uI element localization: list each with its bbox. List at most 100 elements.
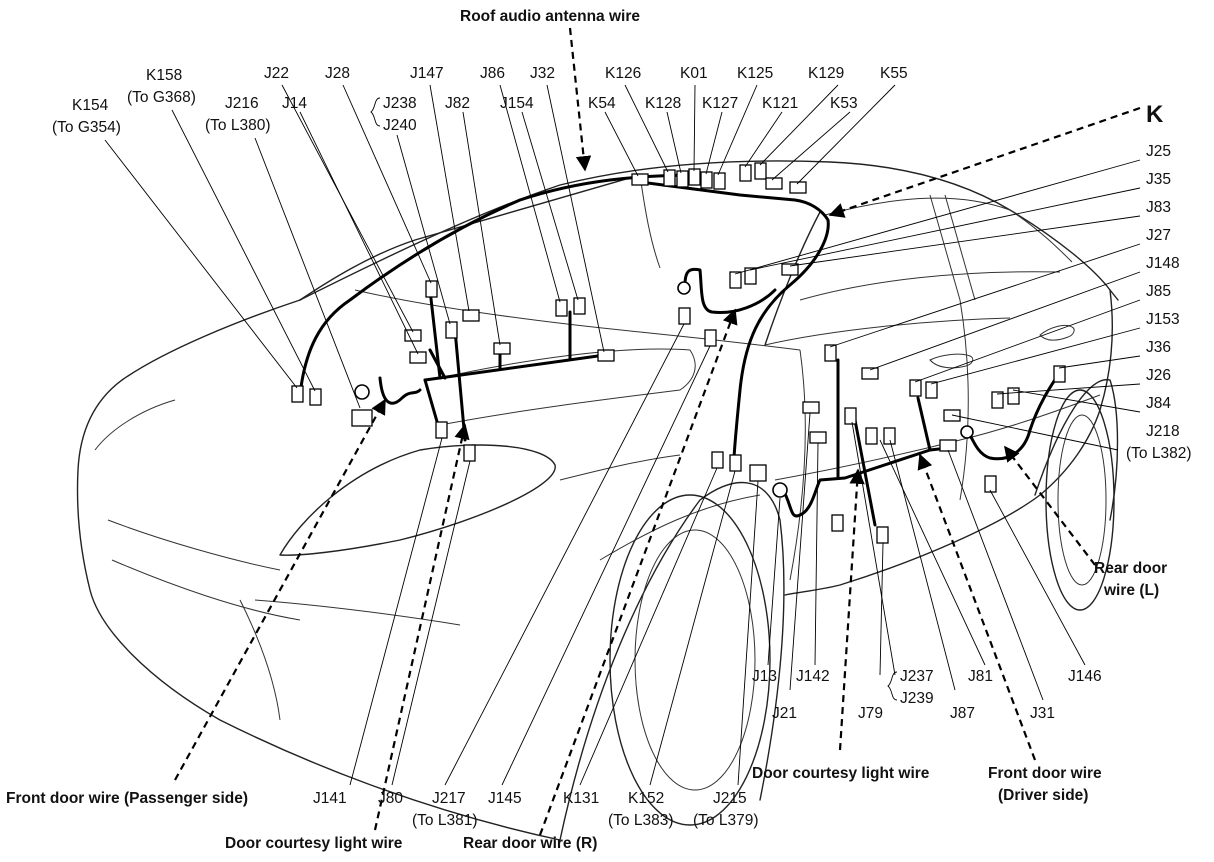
- label-K53: K53: [830, 95, 858, 112]
- wire-label-door-courtesy-left: Door courtesy light wire: [225, 835, 403, 852]
- label-J35: J35: [1146, 171, 1171, 188]
- label-J36: J36: [1146, 339, 1171, 356]
- label-J142: J142: [796, 668, 830, 685]
- callout-letter: K: [1146, 101, 1164, 128]
- wire-label-rear-door-l-2: wire (L): [1103, 582, 1159, 599]
- connector-K158: [309, 388, 322, 406]
- connector-J81: [876, 526, 889, 544]
- label-J239: J239: [900, 690, 934, 707]
- connector-J84: [1007, 387, 1020, 405]
- connector-J237: [844, 407, 857, 425]
- wire-label-front-door-driver-2: (Driver side): [998, 787, 1088, 804]
- wire-label-front-door-driver-1: Front door wire: [988, 765, 1102, 782]
- wire-arrows: [174, 27, 1141, 836]
- label-K154: K154: [72, 97, 109, 114]
- connector-J36: [1053, 365, 1066, 383]
- connector-J13: [831, 514, 844, 532]
- connector-K01: [688, 168, 701, 186]
- label-J21: J21: [772, 705, 797, 722]
- label-J146: J146: [1068, 668, 1102, 685]
- connector-J215: [749, 464, 767, 482]
- connector-K125: [713, 172, 726, 190]
- connector-J141: [435, 421, 448, 439]
- connector-J32: [597, 349, 615, 362]
- connector-J146: [984, 475, 997, 493]
- leader-lines: [104, 84, 1141, 786]
- label-K01: K01: [680, 65, 708, 82]
- connector-J154: [573, 297, 586, 315]
- label-J237: J237: [900, 668, 934, 685]
- label-J154: J154: [500, 95, 534, 112]
- label-J82: J82: [445, 95, 470, 112]
- connector-K126: [663, 169, 676, 187]
- label-J147: J147: [410, 65, 444, 82]
- connector-J87: [883, 427, 896, 445]
- label-J86: J86: [480, 65, 505, 82]
- label-J31: J31: [1030, 705, 1055, 722]
- connector-J14: [409, 351, 427, 364]
- connector-J25: [729, 271, 742, 289]
- label-J153: J153: [1146, 311, 1180, 328]
- connector-K131: [711, 451, 724, 469]
- car-outline: [76, 160, 1119, 841]
- label-K154-sub: (To G354): [52, 119, 121, 136]
- connector-J86: [555, 299, 568, 317]
- connector-J83: [781, 263, 799, 276]
- label-K152: K152: [628, 790, 664, 807]
- connectors: [291, 162, 1066, 544]
- label-J216-sub: (To L380): [205, 117, 270, 134]
- connector-J148: [861, 367, 879, 380]
- wire-label-roof: Roof audio antenna wire: [460, 8, 640, 25]
- wire-label-rear-door-l-1: Rear door: [1094, 560, 1167, 577]
- label-K158-sub: (To G368): [127, 89, 196, 106]
- label-K121: K121: [762, 95, 798, 112]
- label-J28: J28: [325, 65, 350, 82]
- connector-J21: [802, 401, 820, 414]
- label-J145: J145: [488, 790, 522, 807]
- connector-J142: [809, 431, 827, 444]
- label-J26: J26: [1146, 367, 1171, 384]
- label-K128: K128: [645, 95, 681, 112]
- label-J216: J216: [225, 95, 259, 112]
- label-J238: J238: [383, 95, 417, 112]
- label-K152-sub: (To L383): [608, 812, 673, 829]
- grommet-J13: [772, 482, 788, 498]
- label-J32: J32: [530, 65, 555, 82]
- connector-K128: [676, 170, 689, 188]
- label-J148: J148: [1146, 255, 1180, 272]
- label-J217: J217: [432, 790, 466, 807]
- grommet-J216: [354, 384, 370, 400]
- connector-K53: [765, 177, 783, 190]
- connector-J22: [404, 329, 422, 342]
- connector-K55: [789, 181, 807, 194]
- connector-J27: [824, 344, 837, 362]
- label-J79: J79: [858, 705, 883, 722]
- wire-label-front-door-passenger: Front door wire (Passenger side): [6, 790, 248, 807]
- connector-J218: [943, 409, 961, 422]
- wire-label-rear-door-r: Rear door wire (R): [463, 835, 597, 852]
- connector-J82: [493, 342, 511, 355]
- label-K131: K131: [563, 790, 599, 807]
- label-J84: J84: [1146, 395, 1171, 412]
- label-J217-sub: (To L381): [412, 812, 477, 829]
- connector-K154: [291, 385, 304, 403]
- grommet-J218: [960, 425, 974, 439]
- connector-K129: [754, 162, 767, 180]
- labels: K Roof audio antenna wire Front door wir…: [6, 8, 1191, 852]
- label-K125: K125: [737, 65, 773, 82]
- grommet-J217: [677, 281, 691, 295]
- label-K158: K158: [146, 67, 182, 84]
- label-J80: J80: [378, 790, 403, 807]
- connector-J216: [351, 409, 373, 427]
- label-J83: J83: [1146, 199, 1171, 216]
- connector-K121: [739, 164, 752, 182]
- label-K54: K54: [588, 95, 616, 112]
- label-K129: K129: [808, 65, 844, 82]
- label-J85: J85: [1146, 283, 1171, 300]
- connector-J153: [925, 381, 938, 399]
- label-J25: J25: [1146, 143, 1171, 160]
- label-J22: J22: [264, 65, 289, 82]
- connector-J35: [744, 267, 757, 285]
- label-J240: J240: [383, 117, 417, 134]
- label-K55: K55: [880, 65, 908, 82]
